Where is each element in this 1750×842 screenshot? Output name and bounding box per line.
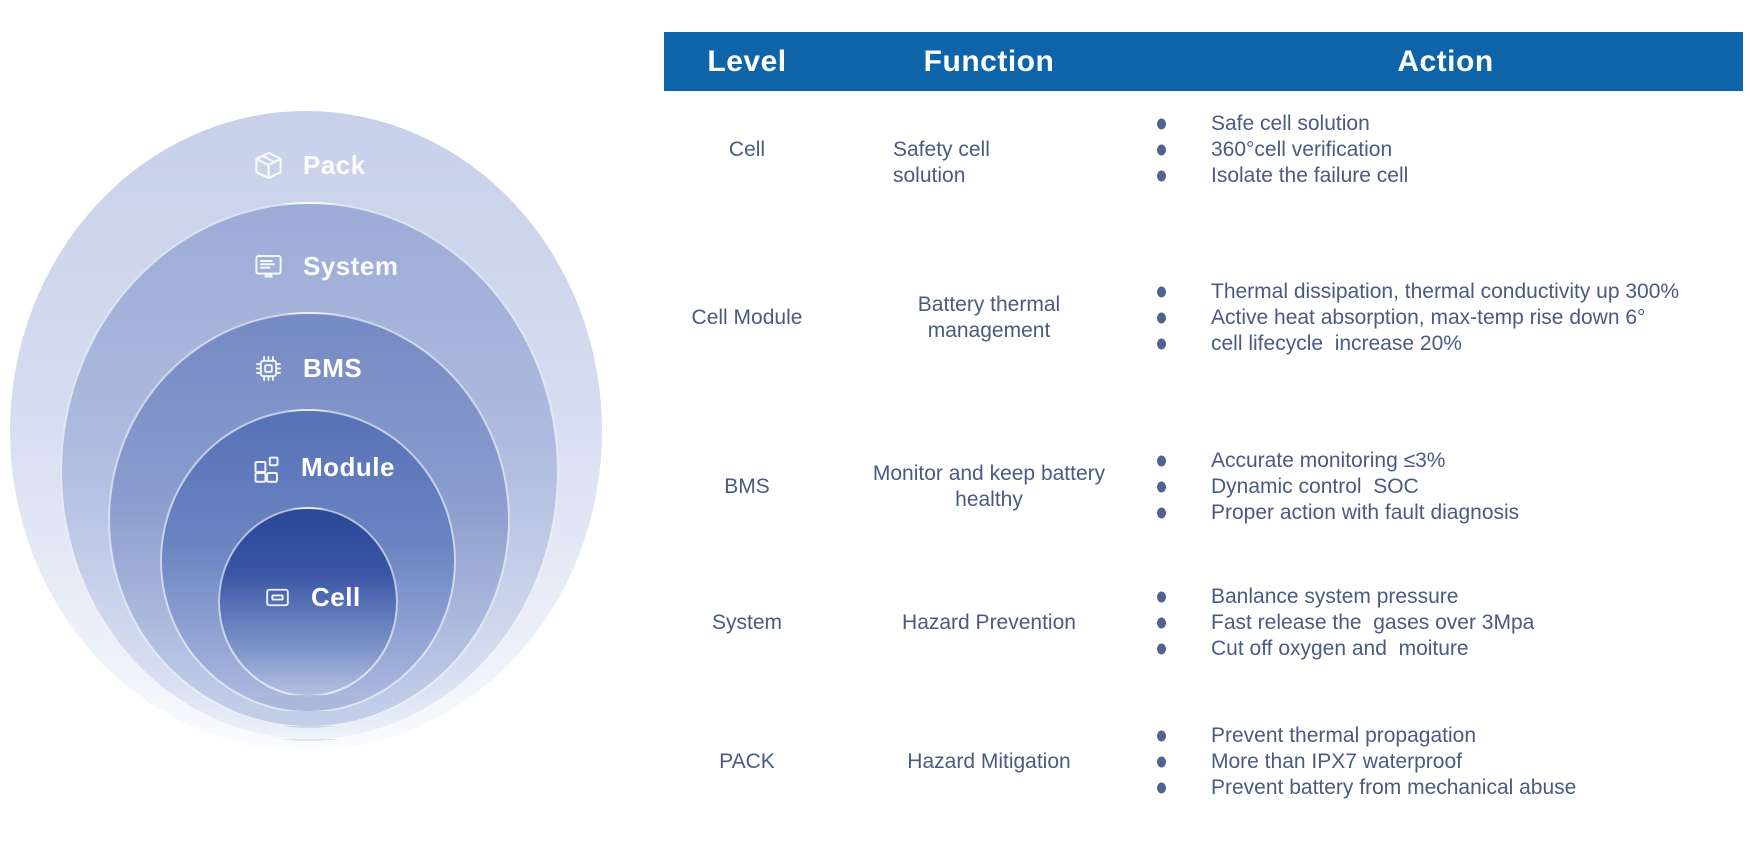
function-cell: Hazard Mitigation — [907, 750, 1071, 773]
ring-label-module: Module — [250, 449, 395, 485]
action-item: Dynamic control SOC — [1148, 474, 1743, 500]
column-header-level: Level — [707, 44, 787, 78]
action-item: Thermal dissipation, thermal conductivit… — [1148, 279, 1743, 305]
action-item: Isolate the failure cell — [1148, 163, 1743, 189]
ring-label-text: Pack — [303, 149, 366, 180]
chip-icon — [256, 355, 281, 381]
action-item: Fast release the gases over 3Mpa — [1148, 610, 1743, 636]
table-row: System Hazard Prevention Banlance system… — [664, 581, 1743, 665]
ring-label-text: Module — [301, 451, 395, 482]
action-list: Safe cell solution 360°cell verification… — [1148, 111, 1743, 189]
ring-label-system: System — [252, 248, 399, 284]
function-cell: Hazard Prevention — [902, 611, 1076, 634]
level-cell: PACK — [719, 750, 775, 773]
battery-safety-diagram: Pack System BMS — [0, 0, 640, 842]
action-item: Active heat absorption, max-temp rise do… — [1148, 305, 1743, 331]
level-cell: Cell Module — [691, 306, 803, 329]
action-list: Accurate monitoring ≤3% Dynamic control … — [1148, 448, 1743, 526]
action-item: 360°cell verification — [1148, 137, 1743, 163]
ring-label-bms: BMS — [252, 350, 362, 386]
battery-cell-icon — [266, 588, 289, 606]
action-cell: Prevent thermal propagation More than IP… — [1148, 723, 1743, 801]
monitor-icon — [255, 254, 282, 277]
action-cell: Thermal dissipation, thermal conductivit… — [1148, 279, 1743, 357]
column-header-function: Function — [923, 44, 1055, 78]
action-cell: Banlance system pressure Fast release th… — [1148, 584, 1743, 662]
function-cell: Battery thermal management — [917, 293, 1061, 342]
function-cell: Monitor and keep battery healthy — [872, 462, 1106, 511]
ring-label-pack: Pack — [252, 147, 366, 183]
table-header-row: Level Function Action — [664, 32, 1743, 91]
action-item: cell lifecycle increase 20% — [1148, 331, 1743, 357]
level-cell: Cell — [728, 138, 766, 161]
column-header-action: Action — [1397, 44, 1494, 78]
package-cube-icon — [255, 151, 282, 179]
module-grid-icon — [254, 456, 279, 483]
ring-label-text: BMS — [303, 352, 363, 383]
table-row: BMS Monitor and keep battery healthy Acc… — [664, 445, 1743, 529]
action-list: Banlance system pressure Fast release th… — [1148, 584, 1743, 662]
action-item: Prevent battery from mechanical abuse — [1148, 775, 1743, 801]
action-list: Prevent thermal propagation More than IP… — [1148, 723, 1743, 801]
table-row: PACK Hazard Mitigation Prevent thermal p… — [664, 720, 1743, 804]
ring-label-text: System — [303, 250, 399, 281]
action-cell: Accurate monitoring ≤3% Dynamic control … — [1148, 448, 1743, 526]
action-item: Accurate monitoring ≤3% — [1148, 448, 1743, 474]
ring-label-text: Cell — [311, 581, 361, 612]
function-cell: Safety cell solution — [893, 138, 990, 187]
ring-label-cell: Cell — [262, 579, 361, 615]
action-item: Cut off oxygen and moiture — [1148, 636, 1743, 662]
level-cell: System — [711, 611, 782, 634]
action-cell: Safe cell solution 360°cell verification… — [1148, 111, 1743, 189]
table-row: Cell Module Battery thermal management T… — [664, 276, 1743, 360]
action-list: Thermal dissipation, thermal conductivit… — [1148, 279, 1743, 357]
ring-cell — [218, 507, 398, 697]
action-item: More than IPX7 waterproof — [1148, 749, 1743, 775]
action-item: Safe cell solution — [1148, 111, 1743, 137]
action-item: Banlance system pressure — [1148, 584, 1743, 610]
table-row: Cell Safety cell solution Safe cell solu… — [664, 108, 1743, 192]
level-cell: BMS — [724, 475, 770, 498]
action-item: Prevent thermal propagation — [1148, 723, 1743, 749]
action-item: Proper action with fault diagnosis — [1148, 500, 1743, 526]
